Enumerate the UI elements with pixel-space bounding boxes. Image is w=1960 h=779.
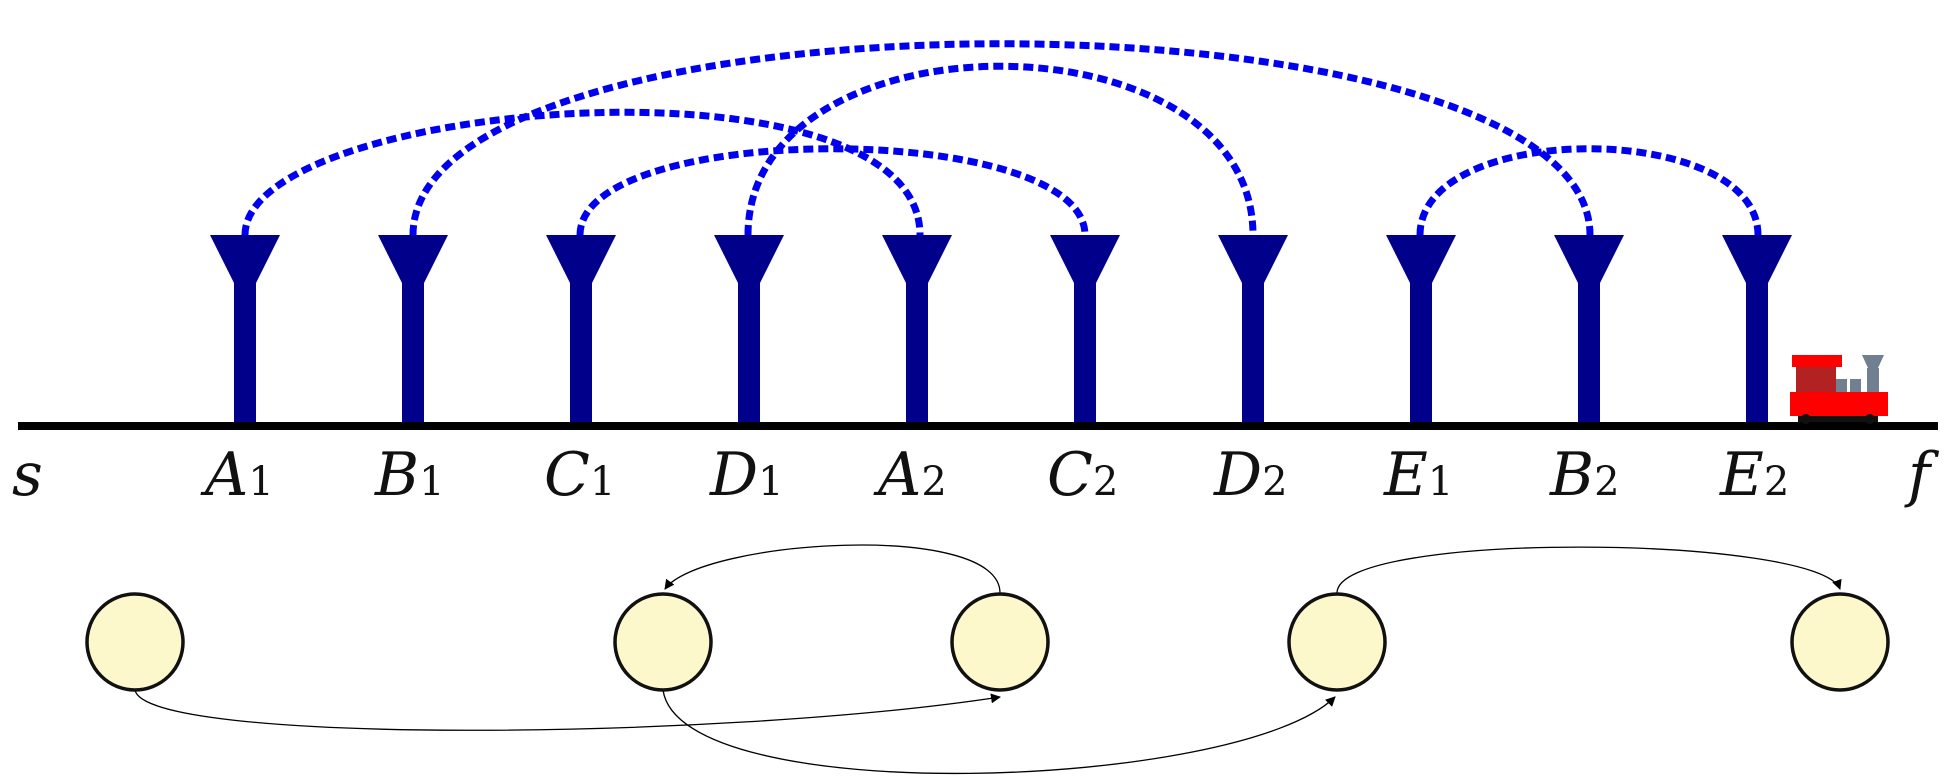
pole-a2 xyxy=(882,235,952,428)
start-label: s xyxy=(12,440,43,510)
pair-arc-d xyxy=(744,62,1257,236)
graph-nodes xyxy=(85,592,1890,692)
pole-b1 xyxy=(378,235,448,428)
station-label-e2: E2 xyxy=(1719,440,1789,510)
station-label-b2: B2 xyxy=(1549,440,1620,510)
graph-node xyxy=(613,592,713,692)
pair-arc-a xyxy=(241,108,924,236)
station-label-e1: E1 xyxy=(1383,440,1453,510)
graph-node xyxy=(1790,592,1890,692)
station-label-b1: B1 xyxy=(374,440,445,510)
pole-a1 xyxy=(210,235,280,428)
graph-node xyxy=(1287,592,1387,692)
train-icon xyxy=(1790,355,1888,424)
station-label-a1: A1 xyxy=(200,440,274,510)
graph-node xyxy=(85,592,185,692)
graph-edge-3-4 xyxy=(1336,546,1842,594)
pair-arc-c xyxy=(576,145,1089,236)
station-label-c1: C1 xyxy=(544,440,615,510)
pair-arcs xyxy=(241,40,1762,236)
station-label-d1: D1 xyxy=(709,440,784,510)
pole-c1 xyxy=(546,235,616,428)
pole-e1 xyxy=(1386,235,1456,428)
graph-edge-1-3 xyxy=(662,689,1336,775)
end-label: f xyxy=(1904,440,1940,510)
poles xyxy=(210,235,1792,428)
station-label-c2: C2 xyxy=(1047,440,1118,510)
pole-e2 xyxy=(1722,235,1792,428)
graph-node xyxy=(950,592,1050,692)
pole-d1 xyxy=(714,235,784,428)
track-line xyxy=(18,422,1938,430)
graph-edge-2-1 xyxy=(664,544,1001,594)
station-label-d2: D2 xyxy=(1213,440,1288,510)
pair-arc-e xyxy=(1416,145,1762,236)
graph-edges xyxy=(134,544,1842,775)
pole-d2 xyxy=(1218,235,1288,428)
pair-arc-b xyxy=(409,40,1594,236)
pole-c2 xyxy=(1050,235,1120,428)
station-label-a2: A2 xyxy=(873,440,947,510)
track-labels: s f A1 B1 C1 D1 A2 C2 D2 E1 B2 E2 xyxy=(12,440,1940,510)
graph-edge-0-2 xyxy=(134,689,1001,731)
pole-b2 xyxy=(1554,235,1624,428)
